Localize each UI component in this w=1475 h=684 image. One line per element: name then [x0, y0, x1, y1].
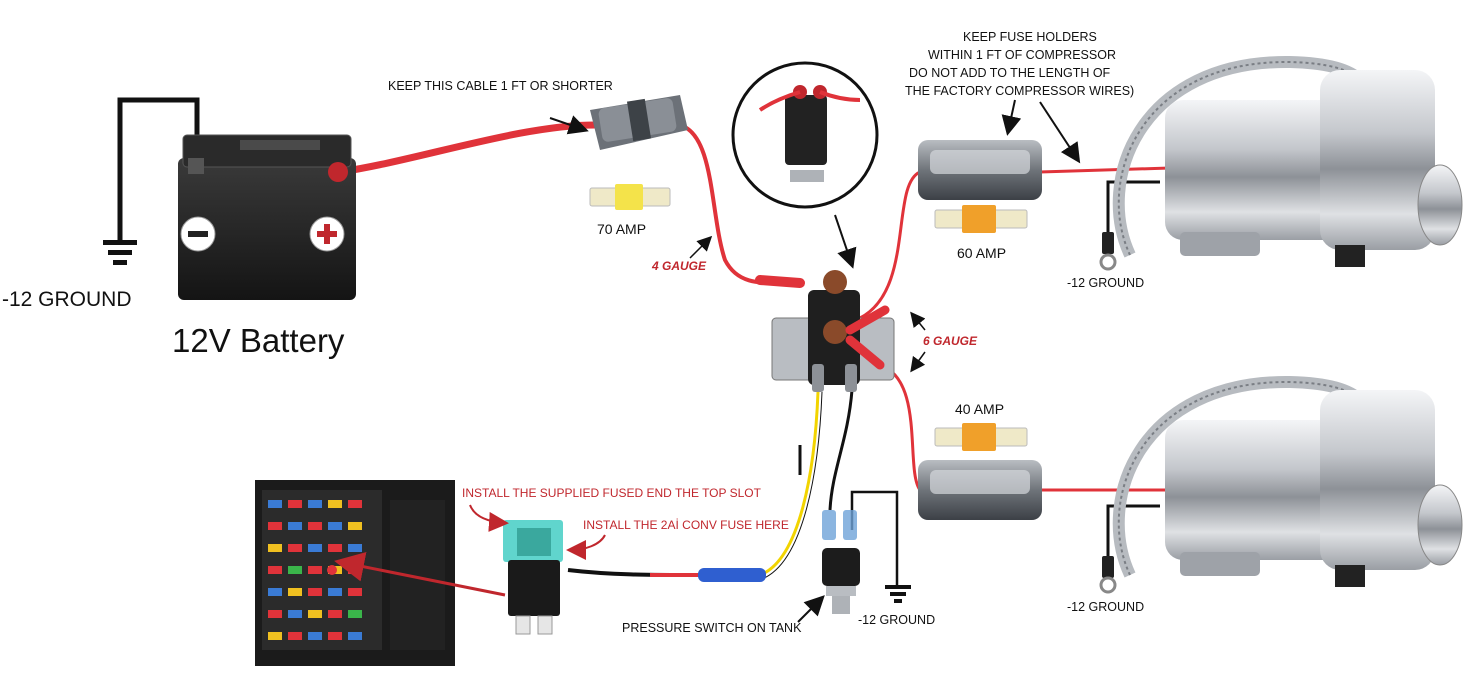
ground-compressor-top-label: -12 GROUND [1067, 276, 1144, 290]
mini-fuse-70a-icon [589, 184, 671, 210]
battery-positive-cable [339, 121, 596, 176]
battery [178, 134, 356, 300]
fuse-box-arrow [334, 551, 506, 597]
relay-yellow-trigger-wire [720, 391, 820, 577]
relay-closeup [731, 61, 879, 209]
battery-lid [182, 134, 352, 168]
fuse-holder-bottom-window [930, 470, 1030, 494]
pressure-switch-arrow [797, 595, 825, 623]
fuse-holder-top-window [930, 150, 1030, 174]
fuse-holder-note-arrow-right [1039, 101, 1081, 164]
relay-icon [755, 270, 895, 392]
fuse-holder-note-line-1: KEEP FUSE HOLDERS [963, 30, 1097, 44]
gauge-6-label: 6 GAUGE [923, 334, 978, 348]
install-top-slot-arrow [469, 504, 509, 532]
six-gauge-cable-top [859, 170, 921, 320]
gauge-6-arrow-up [910, 311, 926, 331]
compressor-bottom-ground-lug [1099, 556, 1117, 594]
battery-body [178, 158, 356, 300]
ground-symbol-icon [103, 240, 137, 265]
cable-note-arrow [549, 115, 589, 135]
relay-closeup-arrow [834, 214, 857, 269]
battery-minus-icon [180, 216, 216, 252]
fuse-holder-note-line-3: DO NOT ADD TO THE LENGTH OF [909, 66, 1111, 80]
pressure-switch-label: PRESSURE SWITCH ON TANK [622, 621, 802, 635]
air-compressor-top-icon [1112, 55, 1463, 267]
battery-title: 12V Battery [172, 322, 345, 359]
fuse-holder-note-line-2: WITHIN 1 FT OF COMPRESSOR [928, 48, 1116, 62]
butt-connector [698, 568, 766, 582]
compressor-bottom-ground-wire [1106, 504, 1160, 560]
battery-lid-label [240, 140, 320, 150]
install-fuse-arrow [566, 534, 606, 560]
install-top-slot-label: INSTALL THE SUPPLIED FUSED END THE TOP S… [462, 486, 762, 500]
relay-black-switch-wire [828, 389, 854, 511]
fuse-holder-note-line-4: THE FACTORY COMPRESSOR WIRES) [905, 84, 1134, 98]
compressor-top-ground-wire [1106, 180, 1160, 232]
relay-yellow-trigger-wire-outline [761, 391, 823, 580]
gauge-4-arrow [689, 235, 713, 259]
compressor-top-ground-lug [1099, 232, 1117, 271]
fuse-box-photo [255, 480, 455, 666]
fuse-60-label: 60 AMP [957, 245, 1006, 261]
install-fuse-label: INSTALL THE 2Aİ CONV FUSE HERE [583, 518, 789, 532]
compressor-top-power-wire [1039, 166, 1171, 174]
battery-ground-wire [117, 97, 200, 240]
gauge-4-label: 4 GAUGE [651, 259, 707, 273]
fuse-70-label: 70 AMP [597, 221, 646, 237]
ground-switch-label: -12 GROUND [858, 613, 935, 627]
air-compressor-bottom-icon [1112, 375, 1463, 587]
inline-fuse-holder [590, 95, 688, 150]
ground-symbol-bottom-icon [885, 585, 911, 603]
fuse-40-label: 40 AMP [955, 401, 1004, 417]
fuse-box-highlight-dot [327, 565, 337, 575]
gauge-6-arrow-down [910, 351, 926, 373]
cable-note-label: KEEP THIS CABLE 1 FT OR SHORTER [388, 79, 613, 93]
battery-negative-post [188, 158, 204, 174]
mini-fuse-40a-icon [934, 423, 1028, 451]
ground-compressor-bottom-label: -12 GROUND [1067, 600, 1144, 614]
battery-positive-post [328, 162, 348, 182]
add-a-fuse-tap-icon [503, 520, 563, 635]
pressure-switch-icon [822, 510, 860, 614]
fuse-rows [268, 500, 362, 640]
ground-left-label: -12 GROUND [2, 288, 132, 311]
battery-plus-icon [309, 216, 345, 252]
fuse-holder-note-arrow-left [1001, 99, 1022, 136]
six-gauge-cable-bottom [879, 363, 922, 491]
mini-fuse-60a-icon [934, 205, 1028, 233]
